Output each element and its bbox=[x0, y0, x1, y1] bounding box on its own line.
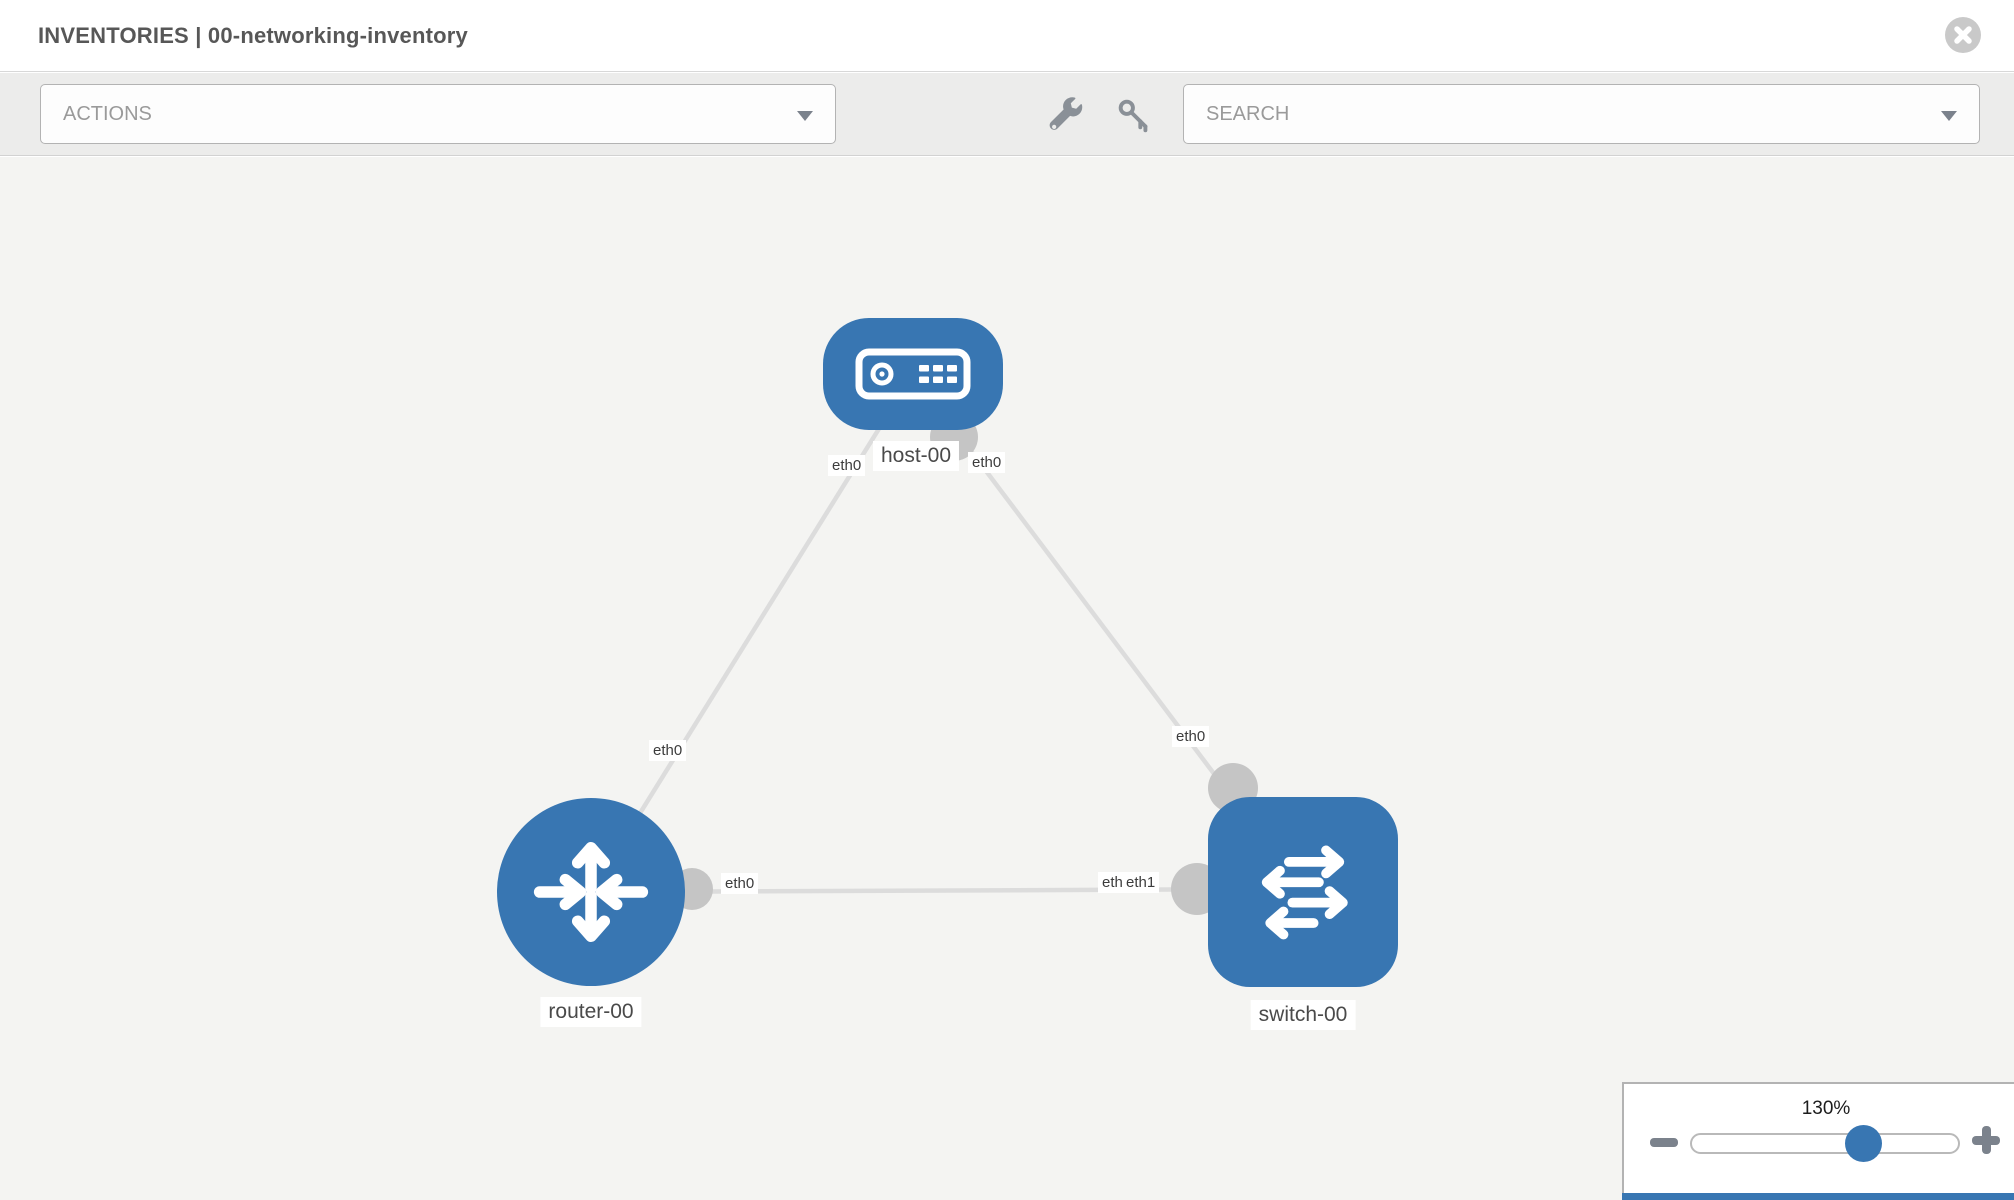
zoom-level-value: 130% bbox=[1801, 1098, 1851, 1119]
search-dropdown-label: SEARCH bbox=[1206, 103, 1290, 125]
wrench-icon bbox=[1048, 97, 1084, 137]
node-switch-00[interactable] bbox=[1208, 797, 1398, 987]
page-title: INVENTORIES | 00-networking-inventory bbox=[38, 23, 468, 48]
search-dropdown[interactable]: SEARCH bbox=[1183, 84, 1980, 144]
actions-dropdown-label: ACTIONS bbox=[63, 103, 152, 125]
node-label-router: router-00 bbox=[540, 997, 642, 1027]
node-router-00[interactable] bbox=[497, 798, 685, 986]
chevron-down-icon bbox=[1941, 111, 1957, 121]
wrench-button[interactable] bbox=[1048, 97, 1084, 133]
close-button[interactable] bbox=[1945, 17, 1981, 53]
panel-footer-strip bbox=[1622, 1193, 2014, 1200]
chevron-down-icon bbox=[797, 111, 813, 121]
zoom-in-button[interactable] bbox=[1972, 1126, 2000, 1154]
interface-label: eth1 bbox=[1122, 872, 1160, 893]
key-button[interactable] bbox=[1116, 97, 1152, 133]
actions-dropdown[interactable]: ACTIONS bbox=[40, 84, 836, 144]
zoom-slider-knob[interactable] bbox=[1845, 1125, 1882, 1162]
header-bar: INVENTORIES | 00-networking-inventory bbox=[0, 0, 2014, 72]
interface-label: eth0 bbox=[828, 455, 866, 476]
node-host-00[interactable] bbox=[823, 318, 1003, 430]
interface-label: eth0 bbox=[968, 452, 1006, 473]
zoom-panel: 130% bbox=[1622, 1082, 2014, 1200]
key-icon bbox=[1116, 99, 1152, 137]
interface-label: eth0 bbox=[721, 873, 759, 894]
zoom-slider-track[interactable] bbox=[1690, 1125, 1960, 1162]
node-label-host: host-00 bbox=[872, 441, 960, 471]
interface-label: eth0 bbox=[1172, 726, 1210, 747]
node-label-switch: switch-00 bbox=[1250, 1000, 1356, 1030]
zoom-out-button[interactable] bbox=[1650, 1138, 1678, 1147]
interface-label: eth0 bbox=[649, 740, 687, 761]
plus-icon bbox=[1982, 1126, 1991, 1154]
topology-canvas[interactable] bbox=[0, 157, 2014, 1200]
toolbar: ACTIONS SEARCH bbox=[0, 73, 2014, 156]
